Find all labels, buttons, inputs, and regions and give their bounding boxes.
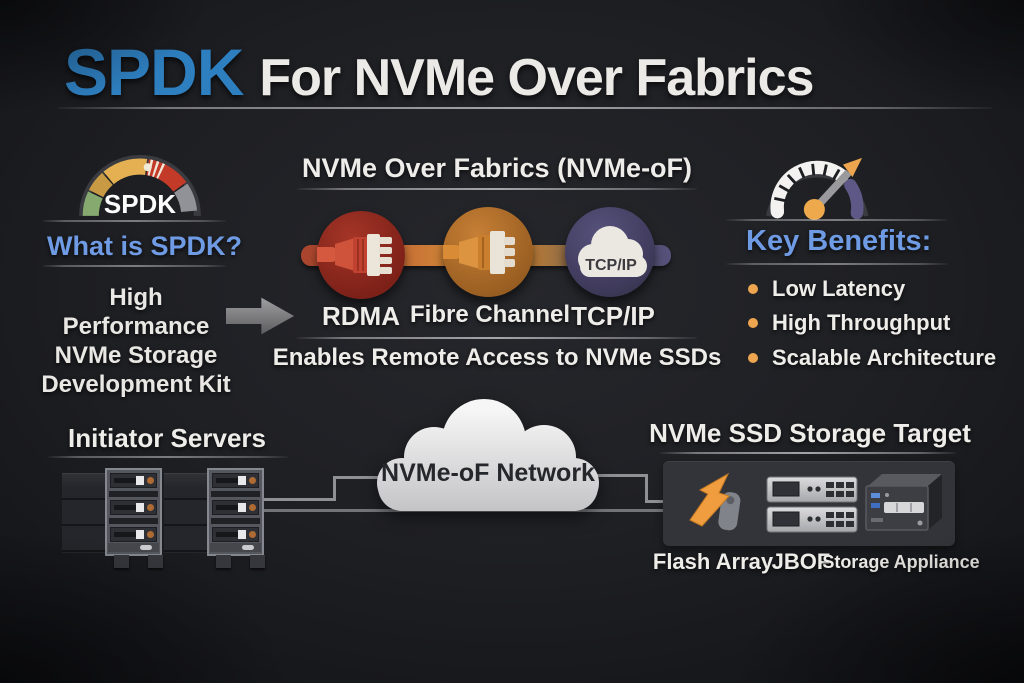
jbof-icon [766, 476, 858, 539]
target-label-storage-appliance: Storage Appliance [822, 552, 980, 572]
benefit-item: High Throughput [748, 310, 950, 336]
benefits-heading: Key Benefits: [746, 225, 932, 257]
network-cloud-label: NVMe-oF Network [381, 459, 595, 487]
gauge-svg: SPDK [79, 155, 201, 219]
target-link-v [645, 474, 648, 503]
server-rack-icon [62, 468, 163, 568]
rdma-plug-icon [317, 211, 405, 299]
tcpip-cloud-icon: TCP/IP [565, 207, 655, 297]
network-cloud-svg: NVMe-oF Network [377, 399, 599, 511]
speedometer-icon [760, 133, 884, 223]
benefit-text: Scalable Architecture [772, 345, 997, 370]
spdk-description-line: Development Kit [41, 371, 231, 398]
fabrics-divider-top [297, 188, 697, 190]
tcpip-cloud-svg: TCP/IP [578, 226, 647, 277]
spdk-description: High Performance NVMe Storage Developmen… [40, 283, 232, 399]
transport-label-fibre: Fibre Channel [409, 301, 571, 328]
bullet-icon [748, 353, 758, 363]
spdk-gauge-icon: SPDK [68, 137, 212, 223]
fabrics-divider-bottom [297, 337, 697, 339]
spdk-question-heading: What is SPDK? [47, 231, 243, 261]
bullet-icon [748, 318, 758, 328]
fibre-channel-plug-icon [443, 207, 533, 297]
initiators-divider [48, 456, 288, 458]
transport-label-tcpip: TCP/IP [571, 301, 655, 331]
spdk-divider-bottom [42, 265, 226, 267]
benefit-item: Low Latency [748, 276, 905, 302]
initiator-link-v [333, 476, 336, 501]
initiator-link-cloud [333, 476, 388, 479]
benefits-divider-bottom [726, 263, 948, 265]
title-brand: SPDK [64, 35, 244, 109]
spdk-description-line: High Performance [62, 284, 210, 340]
fibre-plug-svg [443, 231, 515, 274]
target-heading: NVMe SSD Storage Target [649, 418, 971, 448]
storage-appliance-icon [858, 466, 948, 543]
benefit-text: Low Latency [772, 276, 906, 301]
benefit-item: Scalable Architecture [748, 345, 996, 371]
server-rack-icon [164, 468, 265, 568]
target-label-flash-array: Flash Array [652, 549, 774, 574]
flash-array-icon [676, 468, 756, 539]
target-divider [660, 452, 956, 454]
initiator-link-h [260, 498, 336, 501]
title-subtitle: For NVMe Over Fabrics [259, 49, 814, 107]
speedometer-svg [766, 157, 869, 220]
rdma-plug-svg [317, 234, 392, 276]
bullet-icon [748, 284, 758, 294]
benefit-text: High Throughput [772, 310, 951, 335]
tcpip-cloud-text: TCP/IP [585, 257, 637, 274]
transport-label-rdma: RDMA [322, 301, 400, 331]
fabrics-caption: Enables Remote Access to NVMe SSDs [272, 344, 722, 371]
gauge-label: SPDK [104, 189, 176, 219]
title-divider [58, 107, 992, 109]
target-label-jbof: JBOF [771, 549, 831, 574]
fabrics-heading: NVMe Over Fabrics (NVMe-oF) [301, 153, 693, 183]
target-link-h [645, 500, 667, 503]
initiators-heading: Initiator Servers [68, 423, 266, 453]
target-link-cloud [596, 474, 648, 477]
benefits-divider-top [726, 219, 948, 221]
network-cloud-icon: NVMe-oF Network [364, 395, 614, 529]
page-title: SPDK For NVMe Over Fabrics [64, 34, 814, 110]
spdk-divider-top [42, 220, 226, 222]
spdk-description-line: NVMe Storage [54, 342, 218, 369]
right-arrow-icon [226, 297, 294, 335]
